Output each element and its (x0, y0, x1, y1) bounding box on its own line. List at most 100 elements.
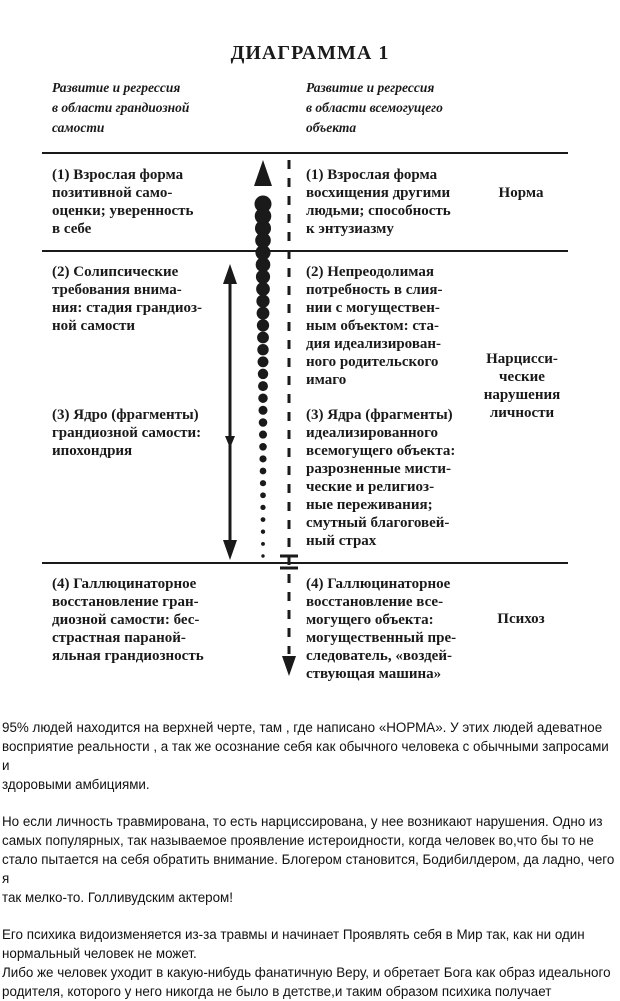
cell-line: яльная грандиозность (52, 648, 204, 664)
column-dot (255, 245, 271, 261)
column-dot (254, 220, 272, 237)
column-dot (257, 331, 269, 344)
cell-line: ного родительского (306, 354, 439, 370)
column-dot (260, 492, 266, 499)
column-dot (258, 393, 268, 403)
cell-line: страстная параной- (52, 630, 186, 646)
column-dot (256, 282, 270, 296)
diagram-title: ДИАГРАММА 1 (230, 42, 390, 64)
column-dot (257, 368, 269, 380)
text-line: так мелко-то. Голливудским актером! (2, 890, 233, 905)
cell-line: идеализированного (306, 425, 439, 441)
cell-line: разрозненные мисти- (306, 461, 451, 477)
column-dot (256, 294, 270, 308)
cell-line: (4) Галлюцинаторное (52, 576, 197, 592)
row1-left-cell: (1) Взрослая форма позитивной само- оцен… (52, 166, 193, 238)
text-line: нормальный человек не может. (2, 946, 197, 961)
narcissistic-disorders-label: Нарцисси- ческие нарушения личности (476, 350, 568, 422)
paragraph-2: Но если личность травмирована, то есть н… (2, 812, 616, 907)
text-line: родителя, которого у него никогда не был… (2, 984, 552, 999)
cell-line: ствующая машина» (306, 666, 442, 682)
text-line: Либо же человек уходит в какую-нибудь фа… (2, 965, 611, 980)
row3-right-cell: (3) Ядра (фрагменты) идеализированного в… (306, 406, 455, 550)
cell-line: нии с могуществен- (306, 300, 440, 316)
left-arrow-down-head (223, 540, 237, 560)
column-dot (258, 405, 268, 415)
cell-line: восстановление все- (306, 594, 444, 610)
column-dot (261, 554, 265, 558)
inner-arrow-head (225, 436, 235, 448)
label-line: личности (489, 405, 555, 421)
column-dot (257, 356, 269, 368)
column-dot (256, 306, 270, 320)
text-line: стало пытается на себя обратить внимание… (2, 852, 615, 886)
right-column-header: Развитие и регрессия в области всемогуще… (306, 78, 443, 138)
column-dot (254, 207, 272, 225)
cell-line: позитивной само- (52, 185, 173, 201)
cell-line: могущего объекта: (306, 612, 434, 628)
cell-line: следователь, «воздей- (306, 648, 452, 664)
cell-line: ной самости (52, 318, 136, 334)
column-dot (260, 517, 266, 522)
text-line: Его психика видоизменяется из-за травмы … (2, 927, 585, 942)
cell-line: (2) Солипсические (52, 264, 179, 280)
column-dot (256, 319, 270, 332)
text-line: самых популярных, так называемое проявле… (2, 833, 594, 848)
cell-line: ческие и религиоз- (306, 479, 435, 495)
cell-line: ния: стадия грандиоз- (52, 300, 202, 316)
cell-line: имаго (306, 372, 347, 388)
label-line: Норма (498, 185, 544, 201)
label-line: нарушения (483, 387, 561, 403)
cell-line: ипохондрия (52, 443, 133, 459)
paragraph-3: Его психика видоизменяется из-за травмы … (2, 925, 616, 963)
text-line: здоровыми амбициями. (2, 777, 150, 792)
cell-line: ный страх (306, 533, 377, 549)
column-dot (258, 381, 268, 392)
cell-line: требования внима- (52, 282, 182, 298)
row2-right-cell: (2) Непреодолимая потребность в слия- ни… (306, 263, 443, 389)
left-column-header: Развитие и регрессия в области грандиозн… (52, 78, 189, 138)
row1-right-cell: (1) Взрослая форма восхищения другими лю… (306, 166, 451, 238)
column-dot (255, 232, 271, 249)
cell-line: восстановление гран- (52, 594, 199, 610)
column-dot (260, 504, 266, 511)
cell-line: в себе (52, 221, 92, 237)
divider-line (42, 562, 568, 564)
row4-left-cell: (4) Галлюцинаторное восстановление гран-… (52, 575, 204, 665)
row2-left-cell: (2) Солипсические требования внима- ния:… (52, 263, 202, 335)
left-arrow-up-head (223, 264, 237, 284)
paragraph-1: 95% людей находится на верхней черте, та… (2, 718, 616, 794)
text-line: восприятие реальности , а так же осознан… (2, 739, 609, 773)
header-line: в области грандиозной (52, 100, 190, 115)
text-line: 95% людей находится на верхней черте, та… (2, 720, 603, 735)
column-dot (258, 430, 268, 439)
header-line: самости (52, 120, 105, 135)
column-dot (255, 269, 271, 284)
column-dot (260, 529, 266, 534)
cell-line: (3) Ядро (фрагменты) (52, 407, 199, 423)
dot-column-up-head (254, 160, 272, 186)
dashed-line-down-head (282, 656, 296, 676)
cell-line: ные переживания; (306, 497, 433, 513)
column-dot (261, 541, 265, 546)
cell-line: диозной самости: бес- (52, 612, 200, 628)
cell-line: смутный благоговей- (306, 515, 450, 531)
header-line: Развитие и регрессия (306, 80, 435, 95)
column-dot (258, 418, 268, 427)
row4-right-cell: (4) Галлюцинаторное восстановление все- … (306, 575, 456, 683)
header-line: объекта (306, 120, 357, 135)
cell-line: (4) Галлюцинаторное (306, 576, 451, 592)
header-line: Развитие и регрессия (52, 80, 181, 95)
paragraph-4: Либо же человек уходит в какую-нибудь фа… (2, 963, 616, 1001)
column-dot (254, 195, 272, 213)
cell-line: (2) Непреодолимая (306, 264, 434, 280)
divider-line (42, 152, 568, 154)
dot-column (254, 195, 272, 558)
cell-line: ным объектом: ста- (306, 318, 440, 334)
cell-line: всемогущего объекта: (306, 443, 456, 459)
cell-line: грандиозной самости: (52, 425, 202, 441)
cell-line: потребность в слия- (306, 282, 443, 298)
column-dot (255, 257, 271, 273)
diagram: ДИАГРАММА 1 Развитие и регрессия в облас… (42, 42, 568, 683)
cell-line: людьми; способность (306, 203, 451, 219)
